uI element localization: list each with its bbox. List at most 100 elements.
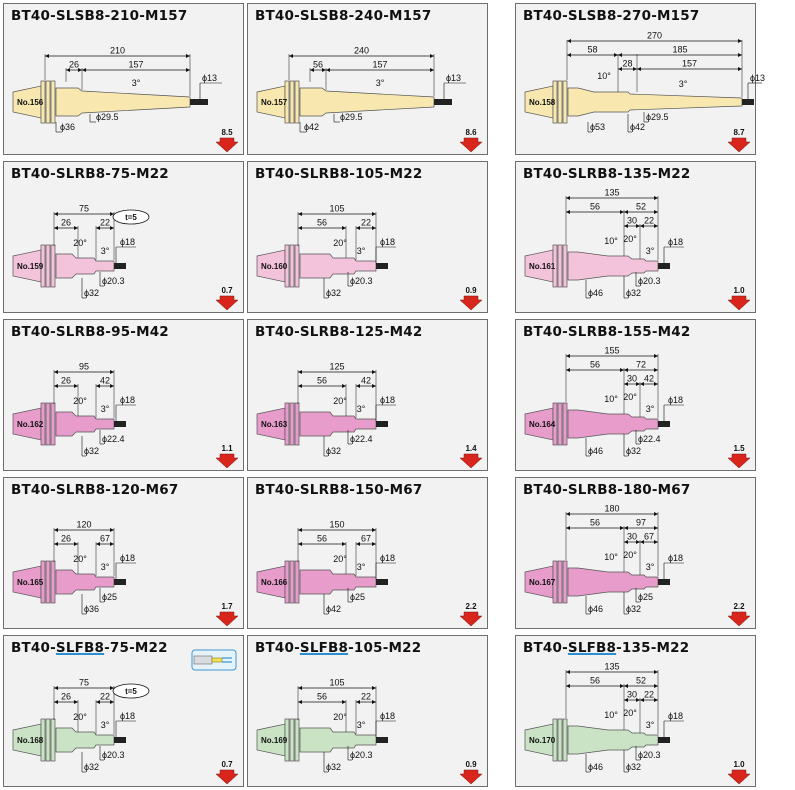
dim-b-arrow-right (110, 384, 114, 388)
dim-b-label: 157 (682, 59, 697, 69)
dim-tip-dia-label: ϕ18 (668, 711, 683, 721)
dim-b-arrow-left (96, 542, 100, 546)
taper-angle-label: 3° (357, 720, 366, 730)
thickness-tag (112, 209, 150, 225)
dim-overall-length-arrow-right (654, 670, 658, 674)
dim-a-arrow-left (54, 542, 58, 546)
thickness-tag-label: t=5 (125, 687, 137, 696)
dim-a-label: 56 (590, 202, 600, 212)
dim-body-dia-label: ϕ32 (326, 762, 341, 772)
dim-b-arrow-left (82, 68, 86, 72)
tool-title: BT40-SLRB8-120-M67 (11, 482, 179, 498)
dim-overall-length-arrow-left (298, 686, 302, 690)
tool-title: BT40-SLRB8-75-M22 (11, 166, 169, 182)
tool-body (299, 727, 377, 753)
dim-body2-dia-label: ϕ32 (626, 604, 641, 614)
tool-body (55, 569, 115, 595)
tool-body (299, 569, 377, 595)
weight-label: 1.4 (465, 444, 477, 453)
dim-a2-arrow-left (624, 224, 628, 228)
dim-b2-label: 52 (636, 676, 646, 686)
angle-20-label: 20° (73, 712, 87, 722)
dim-tip-dia-label: ϕ18 (668, 395, 683, 405)
tool-title: BT40-SLFB8-75-M22 (11, 640, 168, 656)
dim-mid-dia-label: ϕ29.5 (646, 112, 669, 122)
tool-tip (658, 737, 670, 743)
dim-a-arrow-left (566, 526, 570, 530)
dim-tip-dia-label: ϕ18 (380, 711, 395, 721)
dim-overall-length-arrow-left (54, 528, 58, 532)
dim-a-arrow-right (74, 700, 78, 704)
tool-body (567, 725, 659, 755)
weight-down-arrow-icon (215, 295, 239, 311)
dim-mid-dia-label: ϕ25 (102, 592, 117, 602)
dim-a-arrow-left (310, 68, 314, 72)
dim-body2-dia-label: ϕ32 (626, 762, 641, 772)
dim-b2-arrow-left (618, 53, 622, 57)
weight-label: 8.5 (221, 128, 233, 137)
dim-mid-dia-label: ϕ20.3 (638, 276, 661, 286)
dim-b-arrow-left (356, 384, 360, 388)
dim-overall-length-arrow-left (566, 196, 570, 200)
tool-title: BT40-SLRB8-155-M42 (523, 324, 691, 340)
dim-tip-dia-label: ϕ18 (380, 395, 395, 405)
dim-b2-arrow-right (654, 210, 658, 214)
dim-a2-label: 28 (622, 59, 632, 69)
tool-body (55, 253, 115, 279)
tool-tip (376, 421, 388, 427)
tool-tip (114, 737, 126, 743)
dim-b-label: 22 (644, 690, 654, 700)
dim-overall-length-arrow-right (110, 686, 114, 690)
weight-down-arrow-icon (727, 453, 751, 469)
model-number-badge: No.161 (529, 262, 556, 271)
angle-20-label: 20° (623, 550, 637, 560)
model-number-badge: No.157 (261, 98, 288, 107)
dim-body-dia-label: ϕ36 (84, 604, 99, 614)
dim-overall-length-arrow-left (566, 512, 570, 516)
dim-overall-length-arrow-left (298, 528, 302, 532)
dim-body-dia-label: ϕ32 (84, 762, 99, 772)
flange-ring (284, 80, 290, 124)
dim-a2-arrow-right (636, 698, 640, 702)
flange-ring (40, 402, 46, 446)
dim-overall-length-label: 135 (604, 188, 619, 198)
dim-body-dia-label: ϕ32 (84, 288, 99, 298)
dim-overall-length-label: 270 (647, 31, 662, 41)
taper-angle2-label: 10° (604, 394, 618, 404)
flange-ring (557, 80, 563, 124)
dim-overall-length-label: 75 (79, 204, 89, 214)
dim-mid-dia-label: ϕ29.5 (96, 112, 119, 122)
tool-title: BT40-SLFB8-135-M22 (523, 640, 689, 656)
dim-a-arrow-right (620, 368, 624, 372)
dim-a-label: 56 (590, 518, 600, 528)
tool-tip (376, 263, 388, 269)
flange-ring (294, 560, 300, 604)
angle-20-label: 20° (73, 238, 87, 248)
dim-body-dia-label: ϕ46 (588, 604, 603, 614)
tool-tip (658, 421, 670, 427)
dim-overall-length-label: 105 (329, 204, 344, 214)
flange-ring (289, 560, 295, 604)
dim-overall-length-arrow-right (654, 354, 658, 358)
taper-angle-label: 3° (357, 246, 366, 256)
dim-b-label: 42 (100, 376, 110, 386)
flange-ring (40, 560, 46, 604)
dim-overall-length-arrow-left (566, 670, 570, 674)
dim-a-arrow-left (567, 53, 571, 57)
weight-label: 1.5 (733, 444, 745, 453)
dim-b2-arrow-left (624, 526, 628, 530)
dim-b-label: 157 (128, 60, 143, 70)
dim-b-label: 22 (100, 218, 110, 228)
dim-mid-dia-label: ϕ22.4 (102, 434, 125, 444)
dim-a2-arrow-left (624, 382, 628, 386)
dim-a-arrow-right (620, 526, 624, 530)
